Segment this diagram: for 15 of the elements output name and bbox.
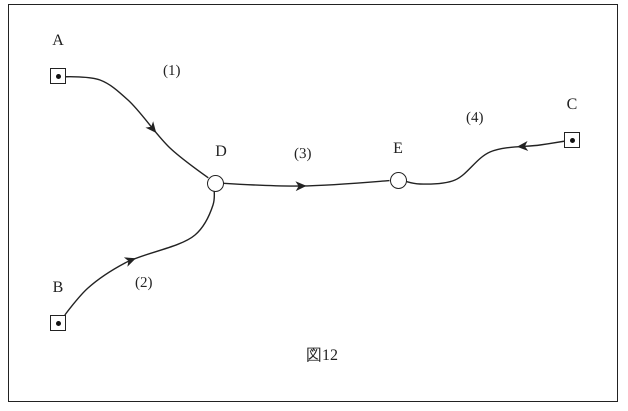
edge-label: (2) <box>135 275 152 292</box>
junction-circle <box>206 174 224 192</box>
node-label: B <box>52 279 64 297</box>
junction-circle <box>390 172 406 188</box>
edge-label: (4) <box>466 110 484 127</box>
node-label: A <box>52 32 64 50</box>
terminal-square <box>564 132 580 148</box>
caption: 図12 <box>306 346 338 366</box>
terminal-square <box>50 315 66 331</box>
node-label: E <box>393 140 403 158</box>
terminal-square <box>50 68 66 84</box>
node-label: D <box>215 143 227 161</box>
node-label: C <box>566 96 578 114</box>
edge-label: (3) <box>294 146 312 163</box>
edge-label: (1) <box>163 63 180 80</box>
